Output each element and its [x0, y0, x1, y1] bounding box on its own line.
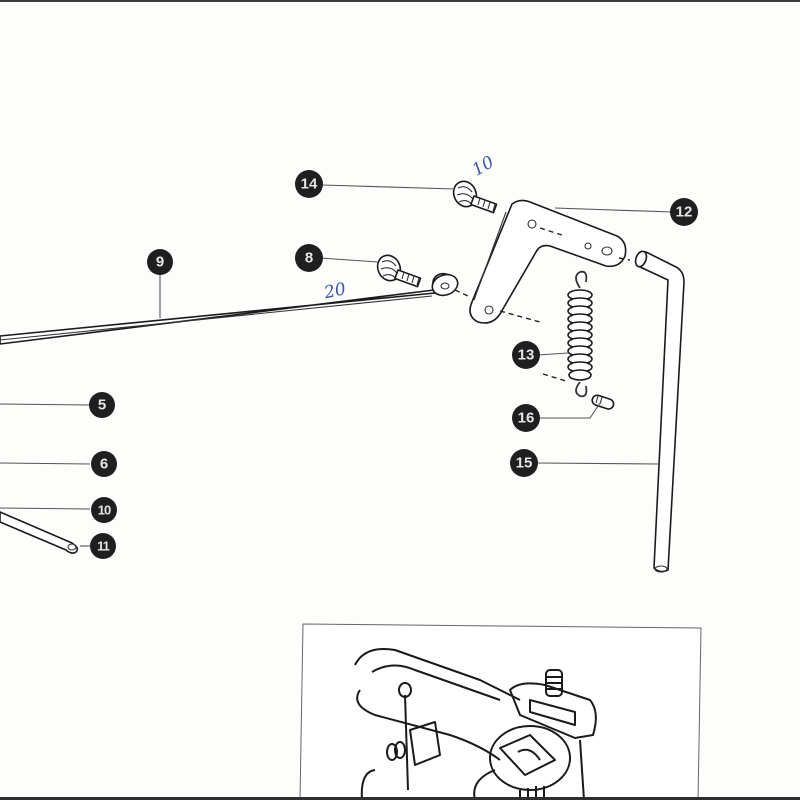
alignment-line: [539, 227, 566, 237]
svg-text:15: 15: [516, 455, 533, 472]
svg-text:11: 11: [97, 539, 110, 554]
svg-text:8: 8: [305, 250, 313, 267]
callout-14: 14: [295, 170, 323, 198]
part-11-short-rod: [0, 511, 79, 554]
part-14-thumb-screw: [452, 180, 498, 214]
leader-15: [537, 462, 659, 465]
callout-11: 11: [90, 533, 116, 559]
leader-16: [538, 402, 601, 419]
handwritten-note-20: 20: [321, 279, 347, 303]
callout-15: 15: [510, 449, 538, 477]
part-9-rod: [0, 272, 459, 345]
callout-13: 13: [512, 341, 540, 369]
inset-detail-view: [299, 623, 702, 800]
svg-text:16: 16: [518, 410, 535, 427]
svg-text:5: 5: [98, 397, 106, 414]
leader-12: [554, 207, 673, 213]
leader-13: [537, 352, 569, 356]
leader-10: [0, 507, 91, 510]
part-15-bent-rod: [634, 250, 685, 573]
part-16-pin: [591, 394, 615, 410]
alignment-line: [618, 257, 631, 261]
svg-text:14: 14: [301, 176, 318, 193]
callout-10: 10: [91, 497, 117, 523]
part-13-spring: [567, 270, 593, 398]
bottom-frame-bar: [0, 797, 800, 800]
alignment-line: [454, 289, 469, 297]
svg-text:12: 12: [676, 204, 693, 221]
callout-5: 5: [89, 392, 115, 418]
part-12-bracket: [469, 199, 627, 324]
leader-6: [0, 462, 91, 465]
callout-12: 12: [670, 198, 698, 226]
callout-9: 9: [147, 249, 173, 275]
leader-5: [0, 403, 91, 406]
alignment-line: [542, 373, 567, 382]
svg-text:13: 13: [518, 347, 535, 364]
callout-8: 8: [295, 244, 323, 272]
svg-text:9: 9: [156, 254, 164, 271]
svg-text:6: 6: [100, 456, 108, 473]
handwritten-note-10: 10: [469, 152, 498, 180]
alignment-line: [499, 310, 541, 323]
leader-8: [319, 257, 379, 263]
callout-16: 16: [512, 404, 540, 432]
callout-6: 6: [91, 451, 117, 477]
part-8-thumb-screw: [376, 254, 422, 288]
leader-14: [321, 184, 456, 190]
svg-text:10: 10: [98, 503, 111, 518]
top-frame-bar: [0, 0, 800, 2]
